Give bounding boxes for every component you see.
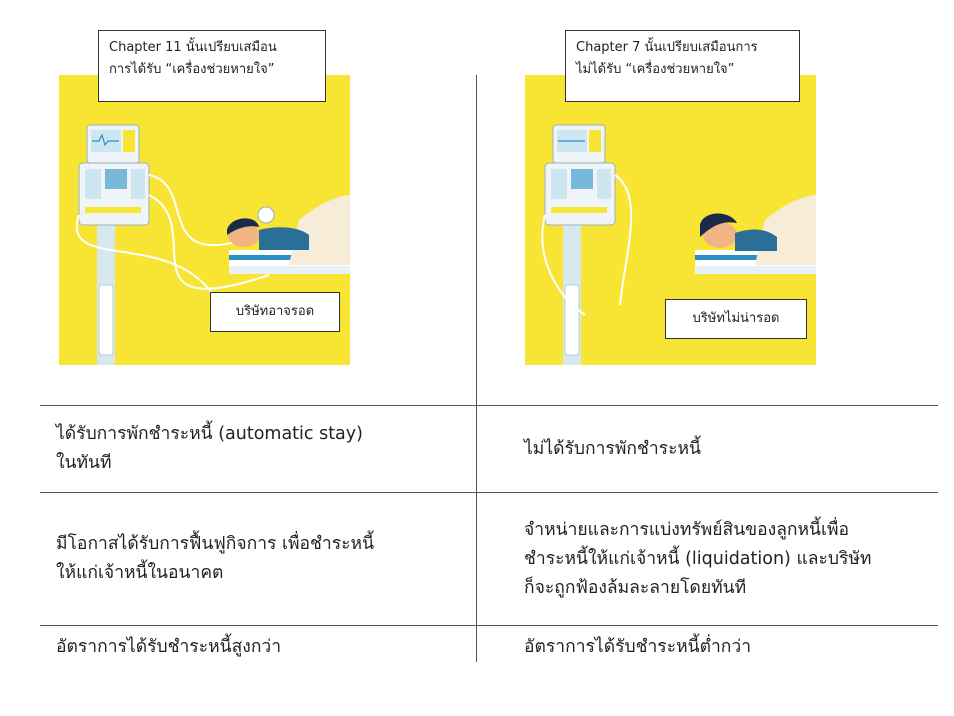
table-cell-row3-left: อัตราการได้รับชำระหนี้สูงกว่า bbox=[56, 626, 466, 668]
cell-line: ไม่ได้รับการพักชำระหนี้ bbox=[524, 438, 701, 459]
ventilator-patient-icon bbox=[75, 124, 350, 365]
column-divider bbox=[476, 75, 477, 662]
cell-line: ได้รับการพักชำระหนี้ (automatic stay) bbox=[56, 424, 363, 444]
row-divider-1 bbox=[40, 405, 938, 406]
cell-line: อัตราการได้รับชำระหนี้ต่ำกว่า bbox=[524, 636, 752, 657]
ventilator-illustration-left bbox=[59, 75, 350, 365]
cell-line: มีโอกาสได้รับการฟื้นฟูกิจการ เพื่อชำระหน… bbox=[56, 534, 375, 554]
chapter-7-callout-line-1: Chapter 7 นั้นเปรียบเสมือนการ bbox=[576, 40, 758, 55]
table-cell-row1-right: ไม่ได้รับการพักชำระหนี้ bbox=[524, 406, 938, 492]
company-may-survive-tag: บริษัทอาจรอด bbox=[210, 292, 340, 332]
table-cell-row1-left: ได้รับการพักชำระหนี้ (automatic stay) ใน… bbox=[56, 406, 466, 492]
company-unlikely-survive-tag: บริษัทไม่น่ารอด bbox=[665, 299, 807, 339]
cell-line: ชำระหนี้ให้แก่เจ้าหนี้ (liquidation) และ… bbox=[524, 548, 872, 569]
chapter-7-callout-line-2: ไม่ได้รับ “เครื่องช่วยหายใจ” bbox=[576, 62, 735, 77]
cell-line: ในทันที bbox=[56, 453, 112, 473]
cell-line: อัตราการได้รับชำระหนี้สูงกว่า bbox=[56, 636, 282, 657]
cell-line: ก็จะถูกฟ้องล้มละลายโดยทันที bbox=[524, 577, 747, 598]
ventilator-patient-icon bbox=[541, 124, 816, 365]
row-divider-2 bbox=[40, 492, 938, 493]
table-cell-row2-left: มีโอกาสได้รับการฟื้นฟูกิจการ เพื่อชำระหน… bbox=[56, 493, 472, 625]
chapter-11-callout: Chapter 11 นั้นเปรียบเสมือน การได้รับ “เ… bbox=[98, 30, 326, 102]
table-cell-row2-right: จำหน่ายและการแบ่งทรัพย์สินของลูกหนี้เพื่… bbox=[524, 493, 944, 625]
row-divider-3 bbox=[40, 625, 938, 626]
chapter-11-callout-line-1: Chapter 11 นั้นเปรียบเสมือน bbox=[109, 40, 277, 55]
cell-line: ให้แก่เจ้าหนี้ในอนาคต bbox=[56, 563, 224, 583]
table-cell-row3-right: อัตราการได้รับชำระหนี้ต่ำกว่า bbox=[524, 626, 938, 668]
chapter-11-callout-line-2: การได้รับ “เครื่องช่วยหายใจ” bbox=[109, 62, 275, 77]
cell-line: จำหน่ายและการแบ่งทรัพย์สินของลูกหนี้เพื่… bbox=[524, 519, 850, 540]
chapter-7-callout: Chapter 7 นั้นเปรียบเสมือนการ ไม่ได้รับ … bbox=[565, 30, 800, 102]
